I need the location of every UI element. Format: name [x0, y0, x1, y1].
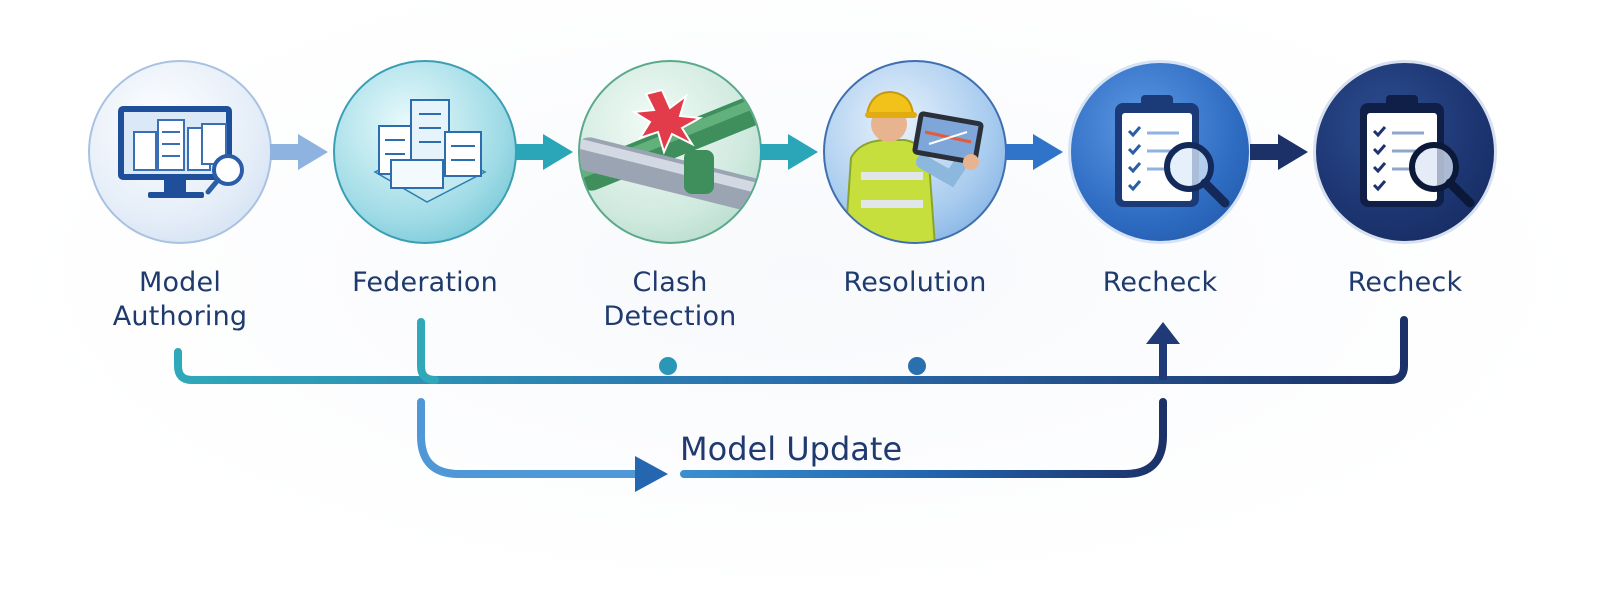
resolution-node	[823, 60, 1007, 244]
clipboard-magnifier-icon	[1115, 95, 1230, 208]
step-recheck-1	[1068, 60, 1252, 244]
arrow-1-right-icon	[270, 134, 328, 170]
model-update-return	[680, 398, 1167, 478]
model-update-label: Model Update	[680, 430, 903, 468]
clash-connector-dot	[659, 357, 677, 375]
label-clash-detection-line-1: Clash	[632, 267, 708, 298]
step-resolution	[823, 60, 1007, 244]
recheck-1-node	[1068, 60, 1252, 244]
model-update-arrowhead	[635, 456, 668, 492]
model-authoring-node	[88, 60, 272, 244]
arrow-4-right-icon	[1005, 134, 1063, 170]
label-recheck-1-line-1: Recheck	[1102, 267, 1218, 298]
label-federation: Federation	[315, 266, 535, 300]
model-update-path	[417, 398, 644, 478]
arrow-3-right-icon	[760, 134, 818, 170]
label-resolution: Resolution	[805, 266, 1025, 300]
recheck-2-node	[1313, 60, 1497, 244]
federation-connector	[417, 318, 439, 384]
monitor-buildings-icon	[118, 106, 244, 198]
label-model-authoring: Model Authoring	[70, 266, 290, 334]
pipe-clash-icon	[580, 88, 760, 215]
label-model-authoring-line-2: Authoring	[112, 301, 248, 332]
clipboard-magnifier-icon	[1360, 95, 1475, 208]
feedback-loop-path	[174, 316, 1408, 384]
resolution-connector-dot	[908, 357, 926, 375]
worker-tablet-icon	[844, 90, 984, 242]
label-recheck-2: Recheck	[1295, 266, 1515, 300]
federation-node	[333, 60, 517, 244]
step-model-authoring	[88, 60, 272, 244]
buildings-icon	[373, 99, 487, 203]
step-recheck-2	[1313, 60, 1497, 244]
label-recheck-1: Recheck	[1050, 266, 1270, 300]
recheck-up-arrowhead	[1146, 322, 1180, 344]
step-federation	[333, 60, 517, 244]
label-clash-detection: Clash Detection	[560, 266, 780, 334]
label-resolution-line-1: Resolution	[843, 267, 987, 298]
arrow-5-right-icon	[1250, 134, 1308, 170]
clash-detection-node	[578, 60, 762, 244]
arrow-2-right-icon	[515, 134, 573, 170]
label-clash-detection-line-2: Detection	[603, 301, 737, 332]
label-recheck-2-line-1: Recheck	[1347, 267, 1463, 298]
step-clash-detection	[578, 60, 762, 244]
label-federation-line-1: Federation	[352, 267, 498, 298]
label-model-authoring-line-1: Model	[138, 267, 222, 298]
